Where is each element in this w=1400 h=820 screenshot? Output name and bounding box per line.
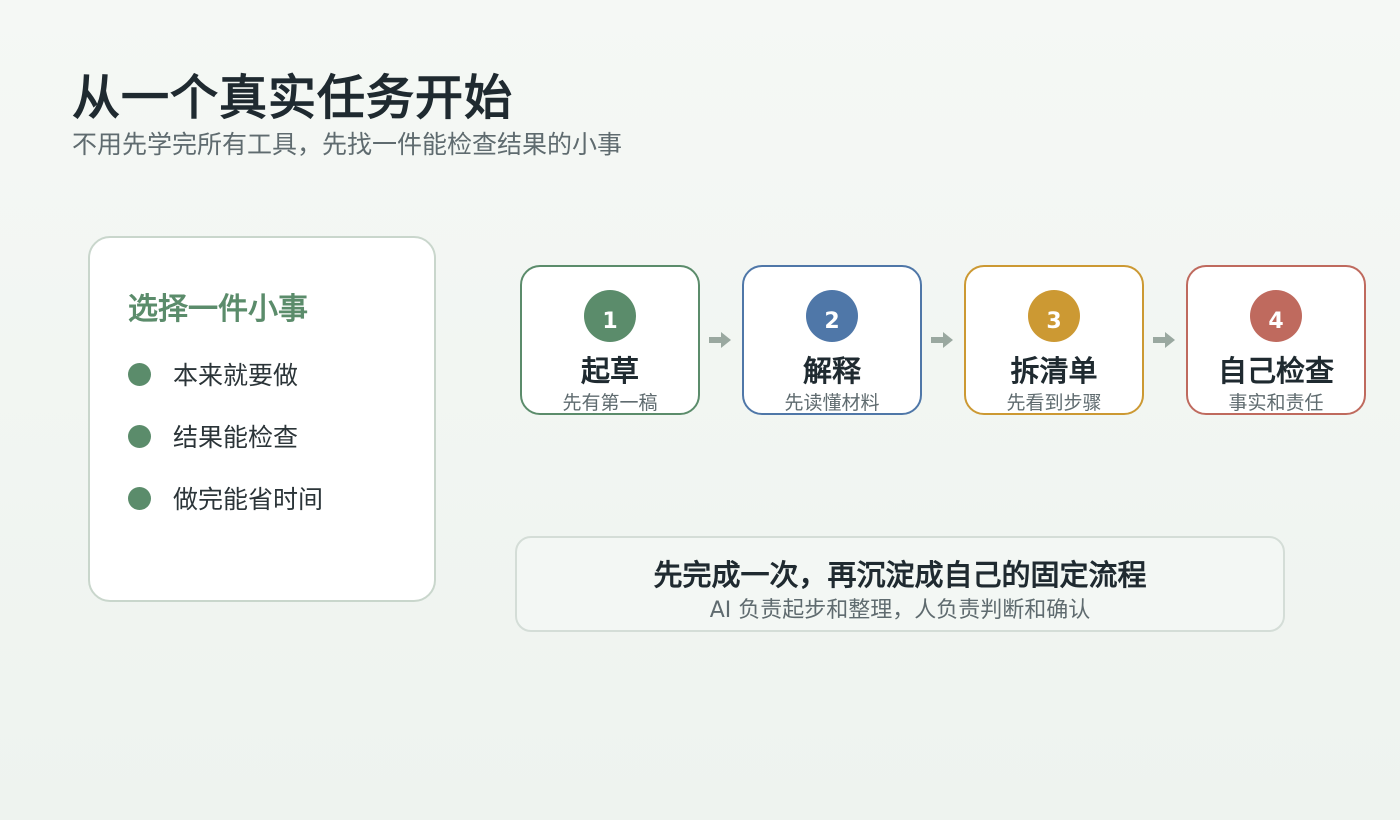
step-title: 起草 — [580, 354, 639, 388]
step-title: 拆清单 — [1010, 354, 1098, 388]
page-title: 从一个真实任务开始 — [72, 70, 514, 126]
summary-subtitle: AI 负责起步和整理，人负责判断和确认 — [709, 598, 1091, 623]
step-card-checklist: 3 拆清单 先看到步骤 — [964, 265, 1144, 415]
bullet-dot-icon — [128, 486, 151, 510]
summary-title: 先完成一次，再沉淀成自己的固定流程 — [653, 558, 1147, 592]
step-card-self-check: 4 自己检查 事实和责任 — [1186, 265, 1366, 415]
criteria-item: 做完能省时间 — [128, 480, 323, 516]
step-description: 先读懂材料 — [784, 392, 880, 414]
step-title: 解释 — [802, 354, 861, 388]
step-number-badge: 2 — [806, 290, 858, 342]
criteria-item-label: 结果能检查 — [173, 423, 299, 452]
step-number-badge: 1 — [584, 290, 636, 342]
step-description: 先有第一稿 — [562, 392, 658, 414]
arrow-right-icon — [709, 332, 731, 348]
summary-banner: 先完成一次，再沉淀成自己的固定流程 AI 负责起步和整理，人负责判断和确认 — [515, 536, 1285, 632]
step-number-badge: 4 — [1250, 290, 1302, 342]
step-card-explain: 2 解释 先读懂材料 — [742, 265, 922, 415]
bullet-dot-icon — [128, 424, 151, 448]
step-description: 事实和责任 — [1228, 392, 1324, 414]
criteria-item-label: 本来就要做 — [173, 361, 299, 390]
step-title: 自己检查 — [1217, 354, 1334, 388]
criteria-item: 本来就要做 — [128, 356, 298, 392]
select-task-card-title: 选择一件小事 — [128, 292, 308, 327]
step-card-draft: 1 起草 先有第一稿 — [520, 265, 700, 415]
arrow-right-icon — [931, 332, 953, 348]
step-description: 先看到步骤 — [1006, 392, 1102, 414]
criteria-item: 结果能检查 — [128, 418, 298, 454]
page-subtitle: 不用先学完所有工具，先找一件能检查结果的小事 — [72, 130, 623, 159]
bullet-dot-icon — [128, 362, 151, 386]
arrow-right-icon — [1153, 332, 1175, 348]
select-task-card: 选择一件小事 本来就要做 结果能检查 做完能省时间 — [88, 236, 436, 602]
criteria-item-label: 做完能省时间 — [173, 485, 324, 514]
step-number-badge: 3 — [1028, 290, 1080, 342]
